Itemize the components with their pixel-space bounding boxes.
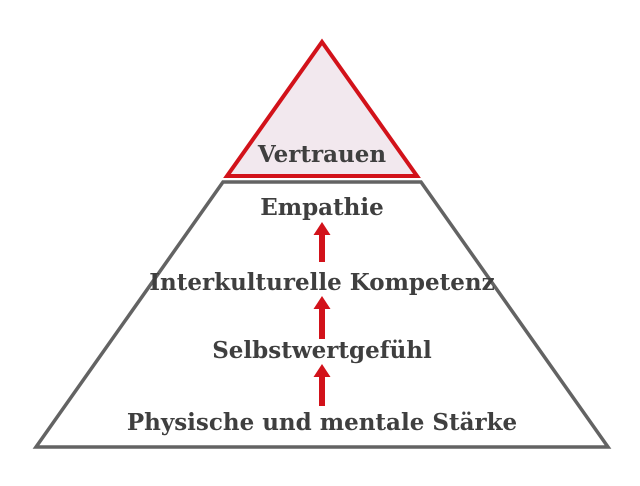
- level-label-vertrauen: Vertrauen: [257, 141, 386, 168]
- level-label-empathie: Empathie: [260, 194, 384, 221]
- level-label-interkulturelle-kompetenz: Interkulturelle Kompetenz: [149, 269, 494, 296]
- pyramid-top-triangle: [223, 38, 421, 178]
- up-arrow-icon: [313, 364, 331, 406]
- up-arrow-icon: [313, 222, 331, 262]
- level-label-physische-und-mentale-staerke: Physische und mentale Stärke: [127, 409, 517, 436]
- up-arrow-icon: [313, 296, 331, 339]
- level-label-selbstwertgefuehl: Selbstwertgefühl: [212, 337, 432, 364]
